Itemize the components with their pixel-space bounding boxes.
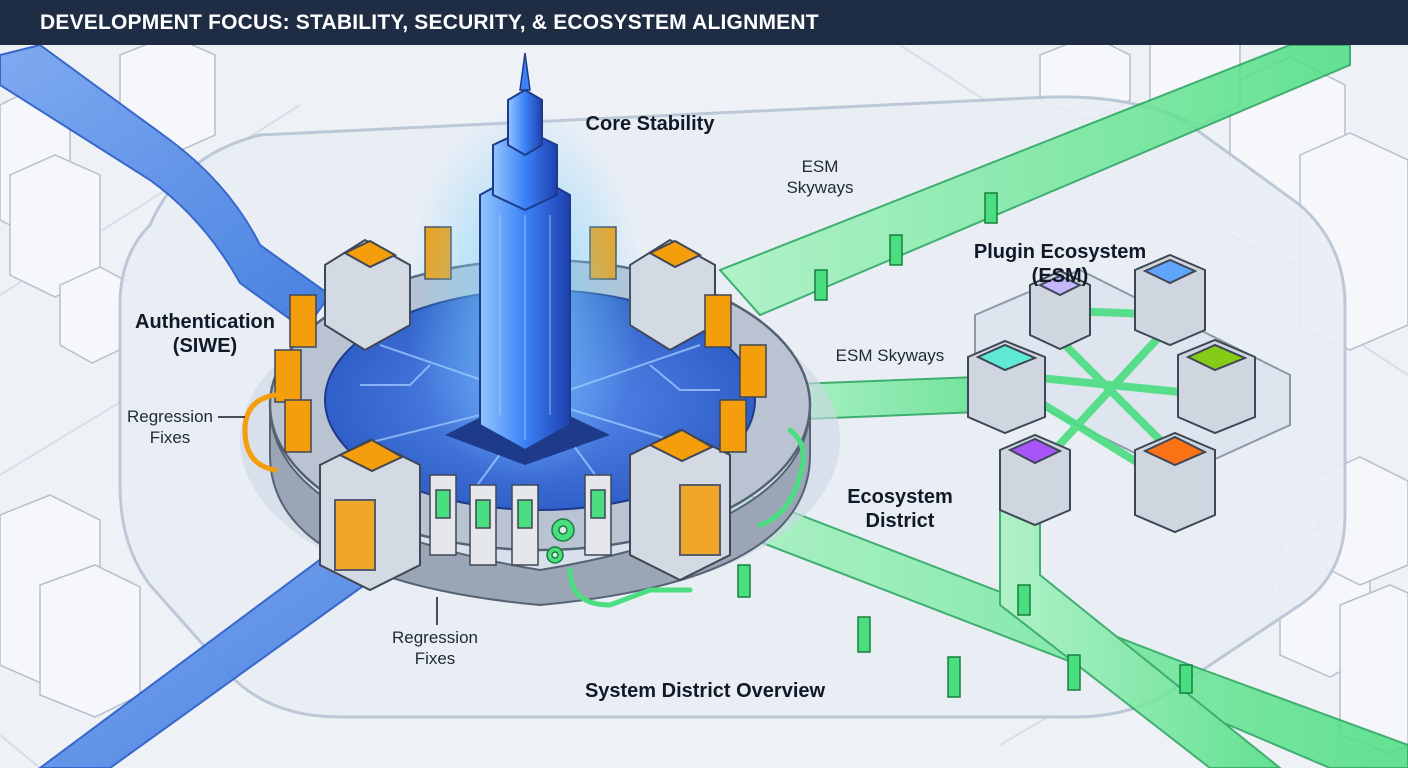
label-district-overview: System District Overview (584, 680, 826, 702)
plugin-module-icon (999, 433, 1071, 527)
pipes (242, 392, 806, 608)
label-esm-skyways-top: ESM Skyways (786, 157, 854, 197)
gatehouse-icon (629, 428, 731, 582)
leader-lines (218, 416, 438, 625)
plugin-module-icon (967, 339, 1046, 435)
plugin-module-icon (1177, 338, 1256, 435)
city-diagram (0, 45, 1408, 768)
label-regression-fixes-bottom: Regression Fixes (392, 628, 478, 668)
skyway-pillars (737, 192, 1193, 698)
gear-icon (546, 518, 575, 564)
label-authentication: Authentication (SIWE) (135, 311, 275, 357)
plugin-module-icon (1134, 431, 1216, 534)
label-regression-fixes-left: Regression Fixes (127, 407, 213, 447)
plugin-ecosystem-cluster (967, 253, 1291, 534)
page-title: DEVELOPMENT FOCUS: STABILITY, SECURITY, … (0, 0, 1408, 45)
plugin-module-icon (1134, 253, 1206, 347)
label-core-stability: Core Stability (585, 113, 715, 135)
tower-icon (405, 52, 645, 485)
label-ecosystem-district: Ecosystem District (847, 486, 953, 532)
plugin-module-icon (1029, 269, 1091, 351)
gatehouse-icon (319, 438, 421, 592)
gatehouses (319, 238, 731, 592)
label-esm-skyways-mid: ESM Skyways (835, 346, 945, 365)
label-plugin-ecosystem: Plugin Ecosystem (ESM) (973, 241, 1147, 287)
